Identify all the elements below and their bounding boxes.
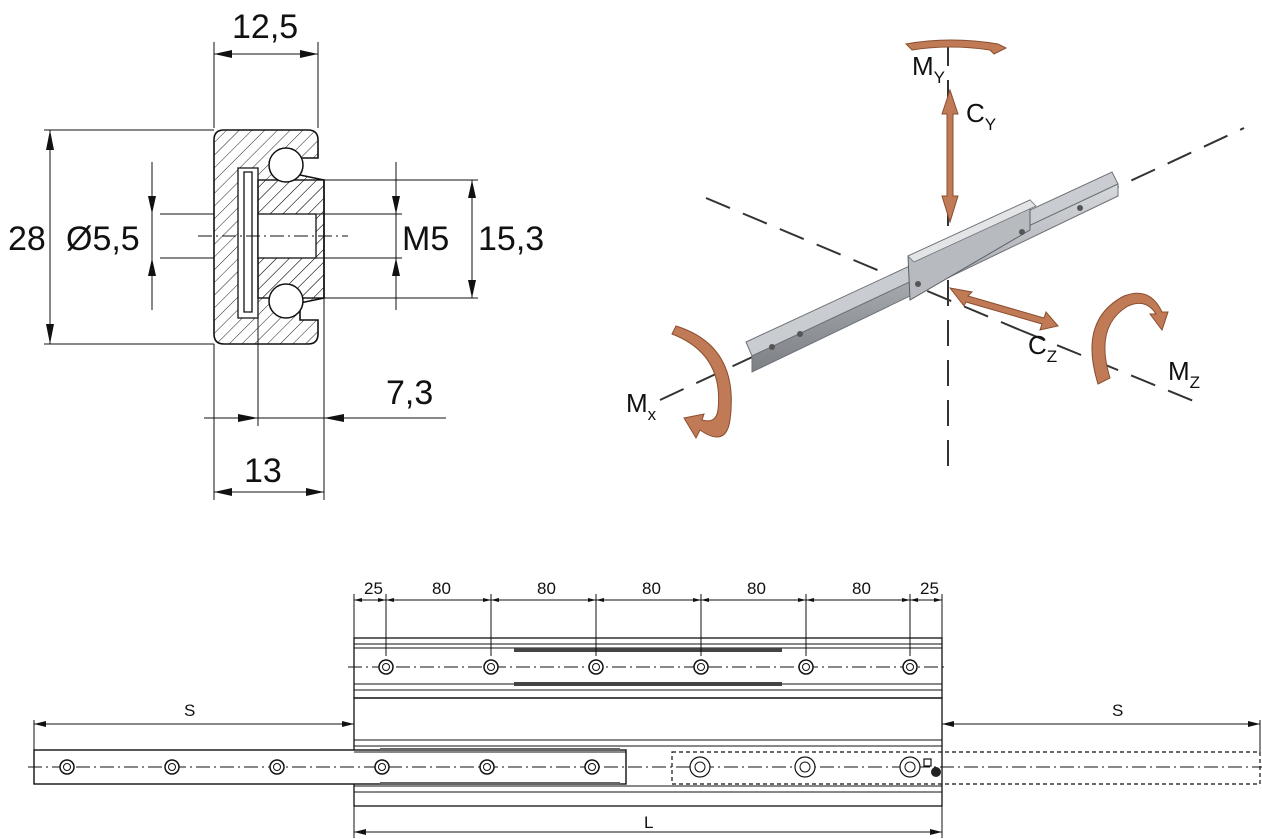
pitch-label: 25	[920, 579, 939, 598]
dim-top-label: 12,5	[232, 8, 298, 46]
slide-rail-3d	[745, 171, 1119, 373]
ball-bottom	[268, 283, 304, 319]
moment-z-arrow	[1091, 292, 1169, 385]
pitch-label: 80	[432, 579, 451, 598]
ball-top	[268, 147, 304, 183]
stroke-left-label: S	[184, 701, 195, 720]
mounting-holes-rail	[59, 756, 941, 778]
moment-x-label: Mx	[626, 388, 657, 424]
dim-height-label: 28	[8, 220, 46, 258]
dim-bore-label: Ø5,5	[66, 220, 140, 258]
force-z-arrow	[948, 287, 1059, 331]
length-label: L	[644, 813, 653, 832]
profile-slot	[237, 167, 259, 319]
load-diagram: MY CY CZ MZ Mx	[626, 39, 1245, 470]
cross-section-view: 12,5 28 Ø5,5 M5 15,3 7,3	[8, 8, 544, 500]
pitch-label: 80	[537, 579, 556, 598]
pitch-label: 80	[747, 579, 766, 598]
moment-y-arrow	[904, 39, 1008, 55]
force-y-label: CY	[966, 98, 996, 134]
force-y-arrow	[941, 88, 959, 224]
moment-x-arrow	[671, 325, 732, 440]
force-z-label: CZ	[1028, 330, 1057, 366]
dim-bottom-label: 13	[244, 452, 282, 490]
moment-y-label: MY	[912, 51, 945, 87]
side-view: 25 80 80 80 80 80 25	[28, 579, 1262, 838]
pitch-label: 80	[852, 579, 871, 598]
dim-thread-label: M5	[402, 220, 449, 258]
mounting-holes-top	[378, 659, 918, 675]
pitch-label: 80	[642, 579, 661, 598]
dim-inner-height-label: 15,3	[478, 220, 544, 258]
pitch-label: 25	[364, 579, 383, 598]
moment-z-label: MZ	[1168, 356, 1200, 392]
dim-offset-label: 7,3	[386, 374, 433, 412]
stroke-right-label: S	[1112, 701, 1123, 720]
